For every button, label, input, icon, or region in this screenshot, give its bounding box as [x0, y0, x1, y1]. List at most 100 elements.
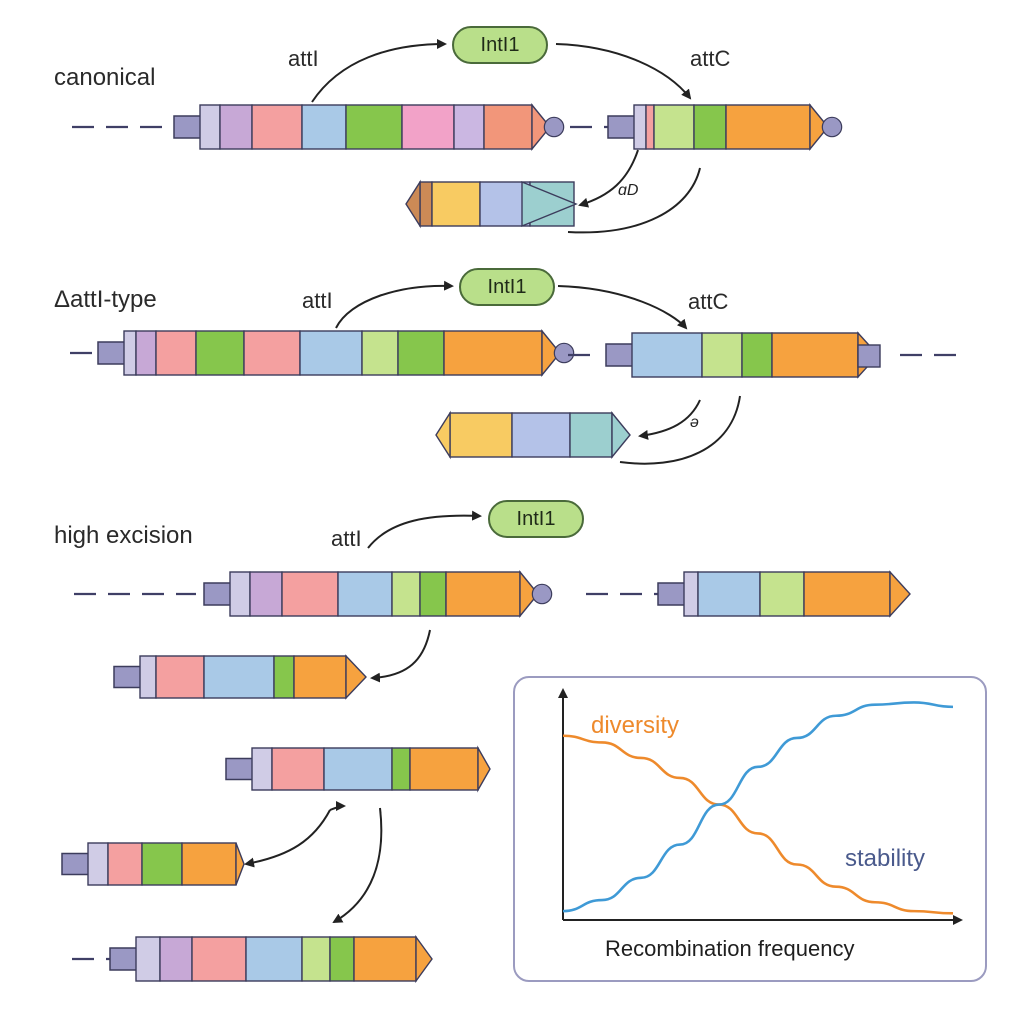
excised-cassette-c-segment — [107, 842, 143, 886]
excised-cassette-a-segment — [155, 655, 205, 699]
cassette-array-3-plug — [203, 582, 233, 606]
attc-cassette-2-endcap — [857, 344, 881, 368]
attc-cassette-1-segment — [725, 104, 811, 150]
x-axis-label: Recombination frequency — [605, 936, 855, 961]
attc-cassette-1-segment — [693, 104, 727, 150]
excised-cassette-a-segment — [203, 655, 275, 699]
attc-cassette-3-segment — [683, 571, 699, 617]
excised-circle-2-nose — [435, 410, 451, 460]
excised-circle-1-segment — [431, 181, 481, 227]
attc-label-1: attC — [690, 46, 731, 71]
excised-cassette-b-segment — [391, 747, 411, 791]
cassette-array-1-segment — [251, 104, 303, 150]
excised-circle-2-tip — [611, 411, 631, 459]
cassette-array-2-segment — [397, 330, 445, 376]
cassette-array-3-end-cap — [531, 583, 553, 605]
excised-cassette-b-segment — [251, 747, 273, 791]
excised-cassette-a-plug — [113, 665, 143, 689]
arrow-inti1-to-attc-1 — [555, 43, 692, 100]
cassette-array-2-segment — [299, 330, 363, 376]
excised-cassette-b-segment — [409, 747, 479, 791]
reintegrated-array — [109, 936, 417, 982]
cassette-array-3-segment — [391, 571, 421, 617]
reintegrated-array-segment — [245, 936, 303, 982]
cassette-array-2 — [97, 329, 575, 377]
cassette-array-2-segment — [123, 330, 137, 376]
cassette-array-1-segment — [301, 104, 347, 150]
arrow-reintegration — [332, 807, 383, 924]
arrow-attc-excision-2 — [638, 399, 701, 440]
arrow-atti-to-inti1-3 — [367, 510, 482, 549]
attc-cassette-3-plug — [657, 582, 687, 606]
attc-cassette-2-segment — [701, 332, 743, 378]
arrow-atti-to-inti1-2 — [335, 280, 454, 329]
excised-circle-2 — [435, 410, 613, 460]
attc-cassette-3-segment — [759, 571, 805, 617]
cassette-array-1-end-cap — [543, 116, 565, 138]
attc-cassette-3-tip — [889, 570, 911, 618]
cassette-array-2-segment — [243, 330, 301, 376]
cassette-array-3-segment — [419, 571, 447, 617]
reintegrated-array-segment — [353, 936, 417, 982]
cassette-array-3-segment — [445, 571, 521, 617]
attc-cassette-2-segment — [771, 332, 859, 378]
section-label-high-excision: high excision — [54, 522, 193, 549]
attc-cassette-1-segment — [653, 104, 695, 150]
cassette-array-1-segment — [199, 104, 221, 150]
section-label-deltaatti: ΔattI-type — [54, 286, 157, 313]
tradeoff-chart-svg — [558, 688, 963, 925]
excised-cassette-c-tip — [235, 842, 245, 886]
excised-cassette-a-segment — [293, 655, 347, 699]
excised-cassette-c — [61, 842, 237, 886]
cassette-array-2-plug — [97, 341, 127, 365]
arrow-inti1-to-attc-2 — [557, 285, 688, 330]
attc-cassette-1-segment — [633, 104, 647, 150]
glyph-label-2: ə — [690, 414, 699, 431]
inti1-badge-3: IntI1 — [488, 500, 584, 538]
arrow-excision-a — [370, 629, 431, 683]
reintegrated-array-segment — [329, 936, 355, 982]
arrow-excision-c — [244, 809, 331, 868]
excised-cassette-a — [113, 655, 347, 699]
cassette-array-1-segment — [453, 104, 485, 150]
excised-circle-2-segment — [569, 412, 613, 458]
attc-cassette-1-end-cap — [821, 116, 843, 138]
arc-return-1 — [567, 167, 701, 234]
arrow-excision-c-back — [329, 801, 346, 812]
cassette-array-3-segment — [249, 571, 283, 617]
cassette-array-3-segment — [337, 571, 393, 617]
excised-cassette-b-tip — [477, 745, 491, 793]
inti1-badge-1: IntI1 — [452, 26, 548, 64]
tradeoff-chart: diversity stability Recombination freque… — [513, 676, 987, 982]
section-label-canonical: canonical — [54, 64, 156, 91]
excised-cassette-b — [225, 747, 479, 791]
cassette-array-1-segment — [483, 104, 533, 150]
reintegrated-array-plug — [109, 947, 139, 971]
cassette-array-1-segment — [345, 104, 403, 150]
reintegrated-array-segment — [301, 936, 331, 982]
cassette-array-3-arrow-tip — [519, 570, 539, 618]
cassette-array-1-plug — [173, 115, 203, 139]
attc-cassette-3 — [657, 571, 891, 617]
excised-circle-2-segment — [511, 412, 571, 458]
cassette-array-3-segment — [281, 571, 339, 617]
excised-circle-1-tip — [521, 180, 578, 228]
cassette-array-2-end-cap — [553, 342, 575, 364]
series-label-stability: stability — [845, 845, 926, 872]
excised-cassette-b-plug — [225, 757, 255, 781]
atti-label-1: attI — [288, 46, 319, 71]
series-line-stability — [562, 701, 954, 913]
cassette-array-2-arrow-tip — [541, 329, 561, 377]
inti1-badge-2: IntI1 — [459, 268, 555, 306]
cassette-array-2-segment — [443, 330, 543, 376]
series-line-diversity — [562, 734, 954, 915]
arrow-attc-excision-1 — [578, 149, 639, 208]
reintegrated-array-segment — [191, 936, 247, 982]
excised-cassette-a-segment — [273, 655, 295, 699]
cassette-array-3 — [203, 570, 553, 618]
reintegrated-array-segment — [159, 936, 193, 982]
cassette-array-2-segment — [195, 330, 245, 376]
cassette-array-1-arrow-tip — [531, 103, 551, 151]
attc-cassette-3-segment — [697, 571, 761, 617]
excised-cassette-b-segment — [271, 747, 325, 791]
